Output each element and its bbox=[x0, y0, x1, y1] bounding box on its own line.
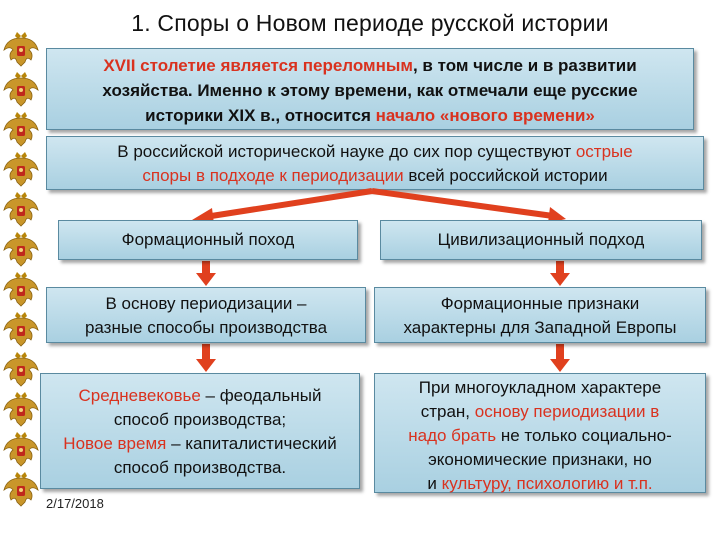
text: разные способы производства bbox=[85, 318, 327, 337]
text-red: культуру, психологию и т.п. bbox=[442, 474, 653, 493]
text: При многоукладном характере bbox=[419, 378, 661, 397]
text-red: Средневековье bbox=[79, 386, 201, 405]
text-red: основу периодизации в bbox=[475, 402, 660, 421]
text-red: Новое время bbox=[63, 434, 166, 453]
text: и bbox=[427, 474, 441, 493]
arrow-down-icon bbox=[550, 359, 570, 372]
arrow-down-icon bbox=[550, 273, 570, 286]
text: характерны для Западной Европы bbox=[404, 318, 677, 337]
text: экономические признаки, но bbox=[428, 450, 652, 469]
arrow-down-icon bbox=[196, 273, 216, 286]
formational-basis-box: В основу периодизации – разные способы п… bbox=[46, 287, 366, 343]
text: Формационные признаки bbox=[441, 294, 640, 313]
text: способ производства; bbox=[114, 410, 286, 429]
text: способ производства. bbox=[114, 458, 286, 477]
text: В основу периодизации – bbox=[105, 294, 306, 313]
formational-approach-box: Формационный поход bbox=[58, 220, 358, 260]
text: – капиталистический bbox=[166, 434, 336, 453]
text: – феодальный bbox=[201, 386, 322, 405]
civilizational-approach-box: Цивилизационный подход bbox=[380, 220, 702, 260]
formational-features-box: Формационные признаки характерны для Зап… bbox=[374, 287, 706, 343]
periods-box: Средневековье – феодальный способ произв… bbox=[40, 373, 360, 489]
text: не только социально- bbox=[496, 426, 672, 445]
multistructure-box: При многоукладном характере стран, основ… bbox=[374, 373, 706, 493]
slide-date: 2/17/2018 bbox=[46, 496, 104, 511]
arrow-down-icon bbox=[196, 359, 216, 372]
text: стран, bbox=[421, 402, 475, 421]
text-red: надо брать bbox=[408, 426, 496, 445]
